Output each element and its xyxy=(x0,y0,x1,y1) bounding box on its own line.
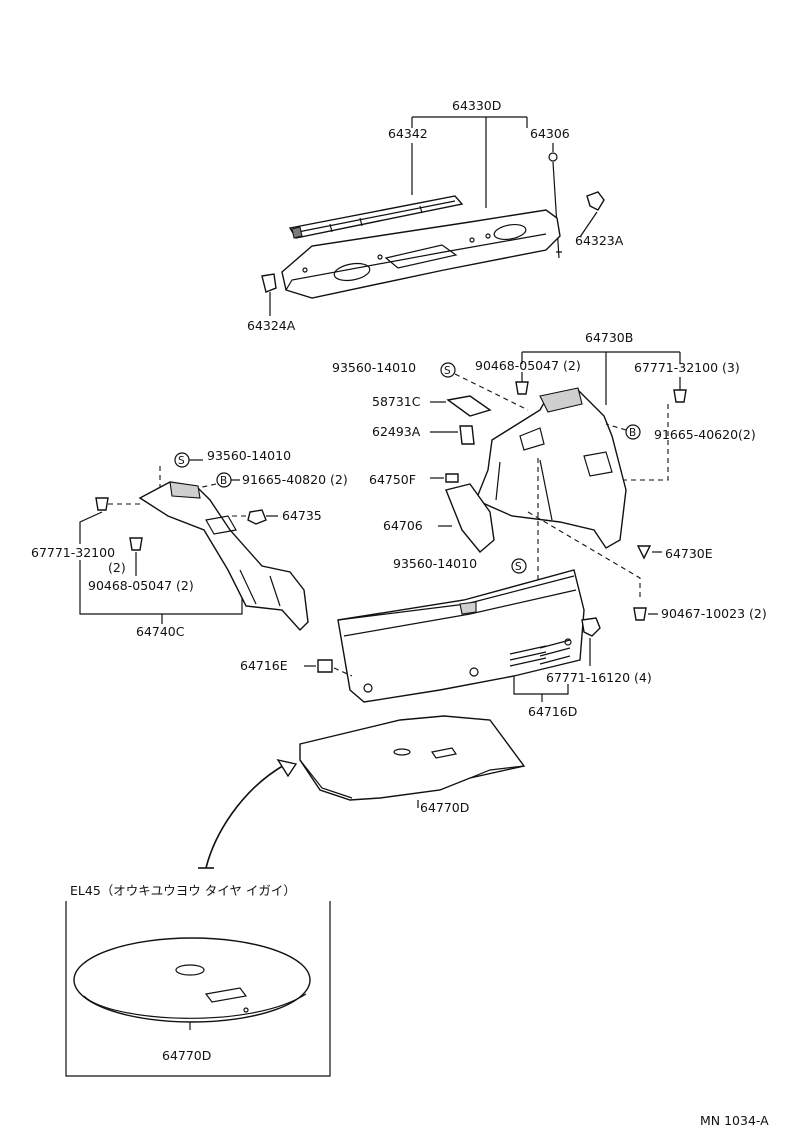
pad-64706 xyxy=(445,483,495,553)
hook-62493a xyxy=(459,425,475,445)
floor-mat-assembly: 64770D xyxy=(198,715,526,869)
label-64342: 64342 xyxy=(388,126,428,141)
right-trim-assembly: 64730B 93560-14010 S 90468-05047 (2) 677… xyxy=(332,330,767,621)
label-64730b: 64730B xyxy=(585,330,633,345)
tray-panel xyxy=(281,209,561,299)
symbol-s-mid: S xyxy=(515,561,522,573)
clip-67771-bottom xyxy=(581,617,601,637)
label-58731c: 58731C xyxy=(372,394,421,409)
label-64770d: 64770D xyxy=(420,800,469,815)
label-91665-left: 91665-40820 (2) xyxy=(242,472,348,487)
label-64750f: 64750F xyxy=(369,472,416,487)
label-64716d: 64716D xyxy=(528,704,577,719)
label-64770d-inset: 64770D xyxy=(162,1048,211,1063)
clip-90467 xyxy=(633,607,647,621)
label-64323a: 64323A xyxy=(575,233,624,248)
clip-64716e xyxy=(317,659,333,673)
left-trim-assembly: S 93560-14010 B 91665-40820 (2) 64735 67… xyxy=(31,448,348,639)
label-64735: 64735 xyxy=(282,508,322,523)
label-64716e: 64716E xyxy=(240,658,288,673)
clip-90468-left xyxy=(129,537,143,551)
inset-el45: EL45（オウキユウヨウ タイヤ イガイ） 64770D xyxy=(65,883,331,1077)
clip-64324a xyxy=(261,273,277,293)
clip-67771-top xyxy=(673,389,687,403)
label-90468-top: 90468-05047 (2) xyxy=(475,358,581,373)
trim-64716d xyxy=(337,569,585,703)
label-64324a: 64324A xyxy=(247,318,296,333)
label-67771-bottom: 67771-16120 (4) xyxy=(546,670,652,685)
label-93560-top: 93560-14010 xyxy=(332,360,416,375)
label-62493a: 62493A xyxy=(372,424,421,439)
screw-64730e xyxy=(636,545,652,560)
reference-arrow xyxy=(205,763,287,869)
label-90468-left: 90468-05047 (2) xyxy=(88,578,194,593)
symbol-s-top: S xyxy=(444,365,451,377)
label-64730e: 64730E xyxy=(665,546,713,561)
label-93560-left: 93560-14010 xyxy=(207,448,291,463)
mat-inset-64770d xyxy=(73,937,311,1023)
symbol-b-left: B xyxy=(220,475,227,487)
label-67771-top: 67771-32100 (3) xyxy=(634,360,740,375)
label-64330d: 64330D xyxy=(452,98,501,113)
package-tray-assembly: 64330D 64342 64306 64323A 64324A xyxy=(247,98,624,333)
clip-64750f xyxy=(445,473,459,483)
label-64706: 64706 xyxy=(383,518,423,533)
label-67771-left-qty: (2) xyxy=(108,560,126,575)
label-67771-left: 67771-32100 xyxy=(31,545,115,560)
label-93560-mid: 93560-14010 xyxy=(393,556,477,571)
clip-90468-top xyxy=(515,381,529,395)
nut-64735 xyxy=(247,509,267,525)
symbol-b-right: B xyxy=(629,427,636,439)
clip-67771-left xyxy=(95,497,109,511)
trim-64740c xyxy=(138,481,309,632)
drawing-number: MN 1034-A xyxy=(700,1113,769,1128)
cover-58731c xyxy=(446,395,492,417)
label-91665-right: 91665-40620(2) xyxy=(654,427,756,442)
trim-64730b xyxy=(475,389,627,549)
back-trim-assembly: 64716E 67771-16120 (4) 64716D xyxy=(240,569,652,719)
label-64306: 64306 xyxy=(530,126,570,141)
label-64740c: 64740C xyxy=(136,624,185,639)
label-90467: 90467-10023 (2) xyxy=(661,606,767,621)
inset-title: EL45（オウキユウヨウ タイヤ イガイ） xyxy=(70,883,296,898)
symbol-s-left: S xyxy=(178,455,185,467)
mat-64770d xyxy=(299,715,526,801)
clip-64323a xyxy=(586,191,605,211)
